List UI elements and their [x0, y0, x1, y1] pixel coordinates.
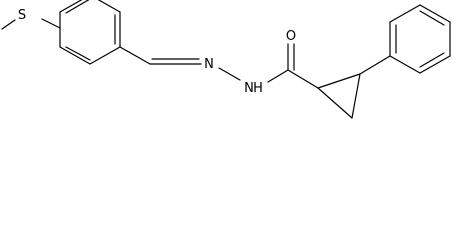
bond-ring2-d-inner — [419, 10, 445, 26]
bond-ring2-e — [389, 4, 421, 23]
bond-cyclo-b — [351, 73, 361, 119]
bond-ring1-b-inner — [65, 46, 91, 61]
bond-ring2-d — [419, 4, 451, 23]
atom-label-n1: N — [204, 57, 214, 72]
atom-label-s: S — [18, 8, 26, 23]
atom-labels: S N N H O — [18, 8, 296, 96]
bond-c-cyclo — [287, 69, 319, 89]
atom-label-o: O — [286, 29, 296, 44]
molecule-structure: S N N H O — [1, 0, 451, 119]
atom-label-n2: N — [244, 81, 254, 96]
bonds — [1, 0, 451, 119]
bond-methyl-s — [1, 19, 16, 30]
bond-cyclo-a — [317, 73, 361, 89]
bond-nh-c — [267, 69, 289, 83]
bond-ring1-f-inner — [65, 0, 90, 14]
bond-ring2-b — [419, 55, 451, 74]
bond-ring1-b — [59, 46, 91, 65]
bond-ring1-f — [59, 0, 83, 13]
bond-cyclo-phenyl — [359, 55, 391, 75]
bond-ring-ch — [119, 46, 151, 65]
bond-ring1-e — [97, 0, 121, 13]
bond-cyclo-c — [317, 87, 353, 119]
bond-ring1-c — [89, 46, 121, 65]
bond-ring2-a — [389, 55, 421, 74]
bond-n-n — [218, 67, 241, 81]
bond-ring2-b-inner — [419, 52, 445, 68]
atom-label-h: H — [253, 81, 263, 96]
bond-s-ring — [41, 18, 61, 29]
